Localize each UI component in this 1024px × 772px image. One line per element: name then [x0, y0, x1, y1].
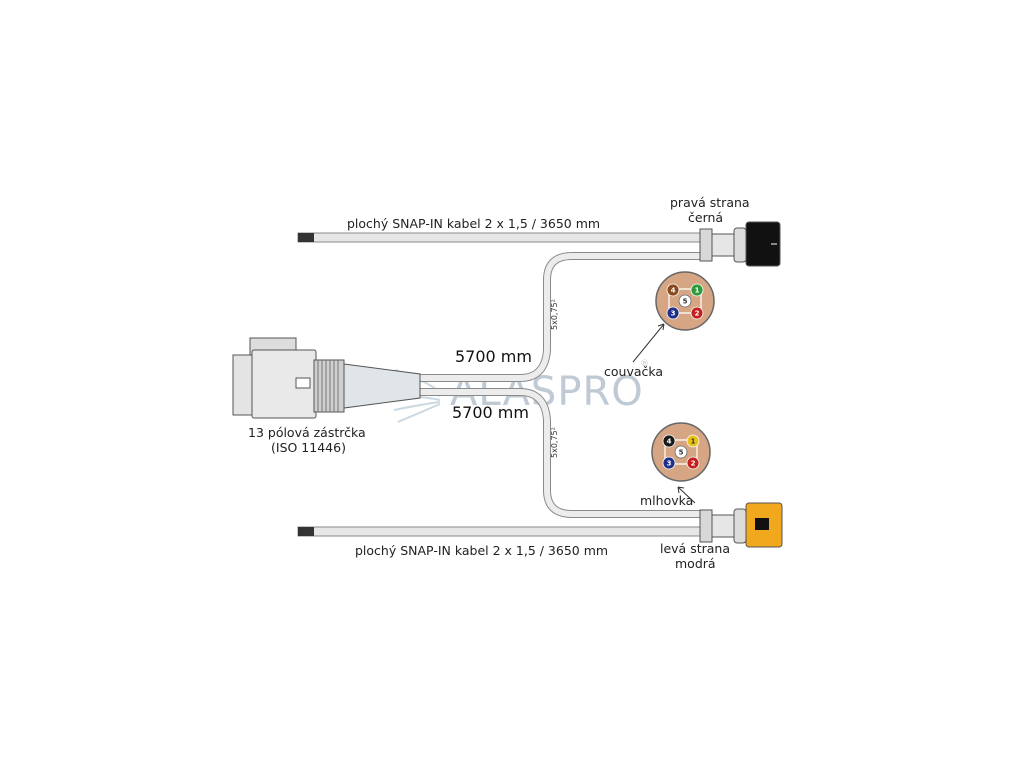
socket-pin: [690, 283, 704, 297]
fog-light-socket-pins: 4 1 5 3 2: [662, 434, 700, 470]
socket-pin-number: 2: [691, 460, 696, 468]
socket-pin: [686, 434, 700, 448]
socket-pin: [674, 445, 688, 459]
socket-pin-number: 5: [683, 298, 688, 306]
socket-pin-number: 2: [695, 310, 700, 318]
socket-pin: [662, 434, 676, 448]
socket-pin: [662, 456, 676, 470]
right-side-label: pravá strana: [670, 195, 750, 210]
socket-pin-number: 1: [695, 287, 700, 295]
leader-lines: [632, 323, 696, 504]
left-side-label: levá strana: [660, 541, 730, 556]
reverse-light-socket-pins: 4 1 5 3 2: [666, 283, 704, 320]
watermark-registered-mark: ®: [640, 359, 649, 369]
top-cable-label: plochý SNAP-IN kabel 2 x 1,5 / 3650 mm: [347, 216, 600, 231]
cable-length-top: 5700 mm: [455, 347, 532, 366]
socket-pin: [690, 306, 704, 320]
left-side-connector-icon: [699, 502, 783, 548]
fog-light-socket-icon: 4 1 5 3 2: [651, 422, 711, 482]
cable-spec-bottom: 5x0,75²: [550, 427, 559, 458]
socket-pin-number: 1: [691, 438, 696, 446]
fog-light-label: mlhovka: [640, 493, 693, 508]
plug-standard-label: (ISO 11446): [271, 440, 346, 455]
socket-pin: [666, 283, 680, 297]
right-side-connector-icon: [699, 221, 781, 267]
left-side-color-label: modrá: [675, 556, 716, 571]
reverse-light-label: couvačka: [604, 364, 663, 379]
socket-pin-number: 5: [679, 449, 684, 457]
plug-label: 13 pólová zástrčka: [248, 425, 366, 440]
socket-pin: [666, 306, 680, 320]
top-flat-cable: [297, 232, 703, 243]
socket-pin-number: 3: [671, 310, 676, 318]
cable-spec-top: 5x0,75²: [550, 299, 559, 330]
socket-pin-number: 3: [667, 460, 672, 468]
right-side-color-label: černá: [688, 210, 723, 225]
bottom-cable-label: plochý SNAP-IN kabel 2 x 1,5 / 3650 mm: [355, 543, 608, 558]
socket-pin: [686, 456, 700, 470]
plug-13-pole-icon: [232, 337, 421, 419]
round-cable-branches: [341, 252, 709, 518]
socket-pin-number: 4: [667, 438, 672, 446]
cable-length-bottom: 5700 mm: [452, 403, 529, 422]
socket-pin-number: 4: [671, 287, 676, 295]
socket-pin: [678, 294, 692, 308]
reverse-light-socket-icon: 4 1 5 3 2: [655, 271, 715, 331]
bottom-flat-cable: [297, 526, 703, 537]
